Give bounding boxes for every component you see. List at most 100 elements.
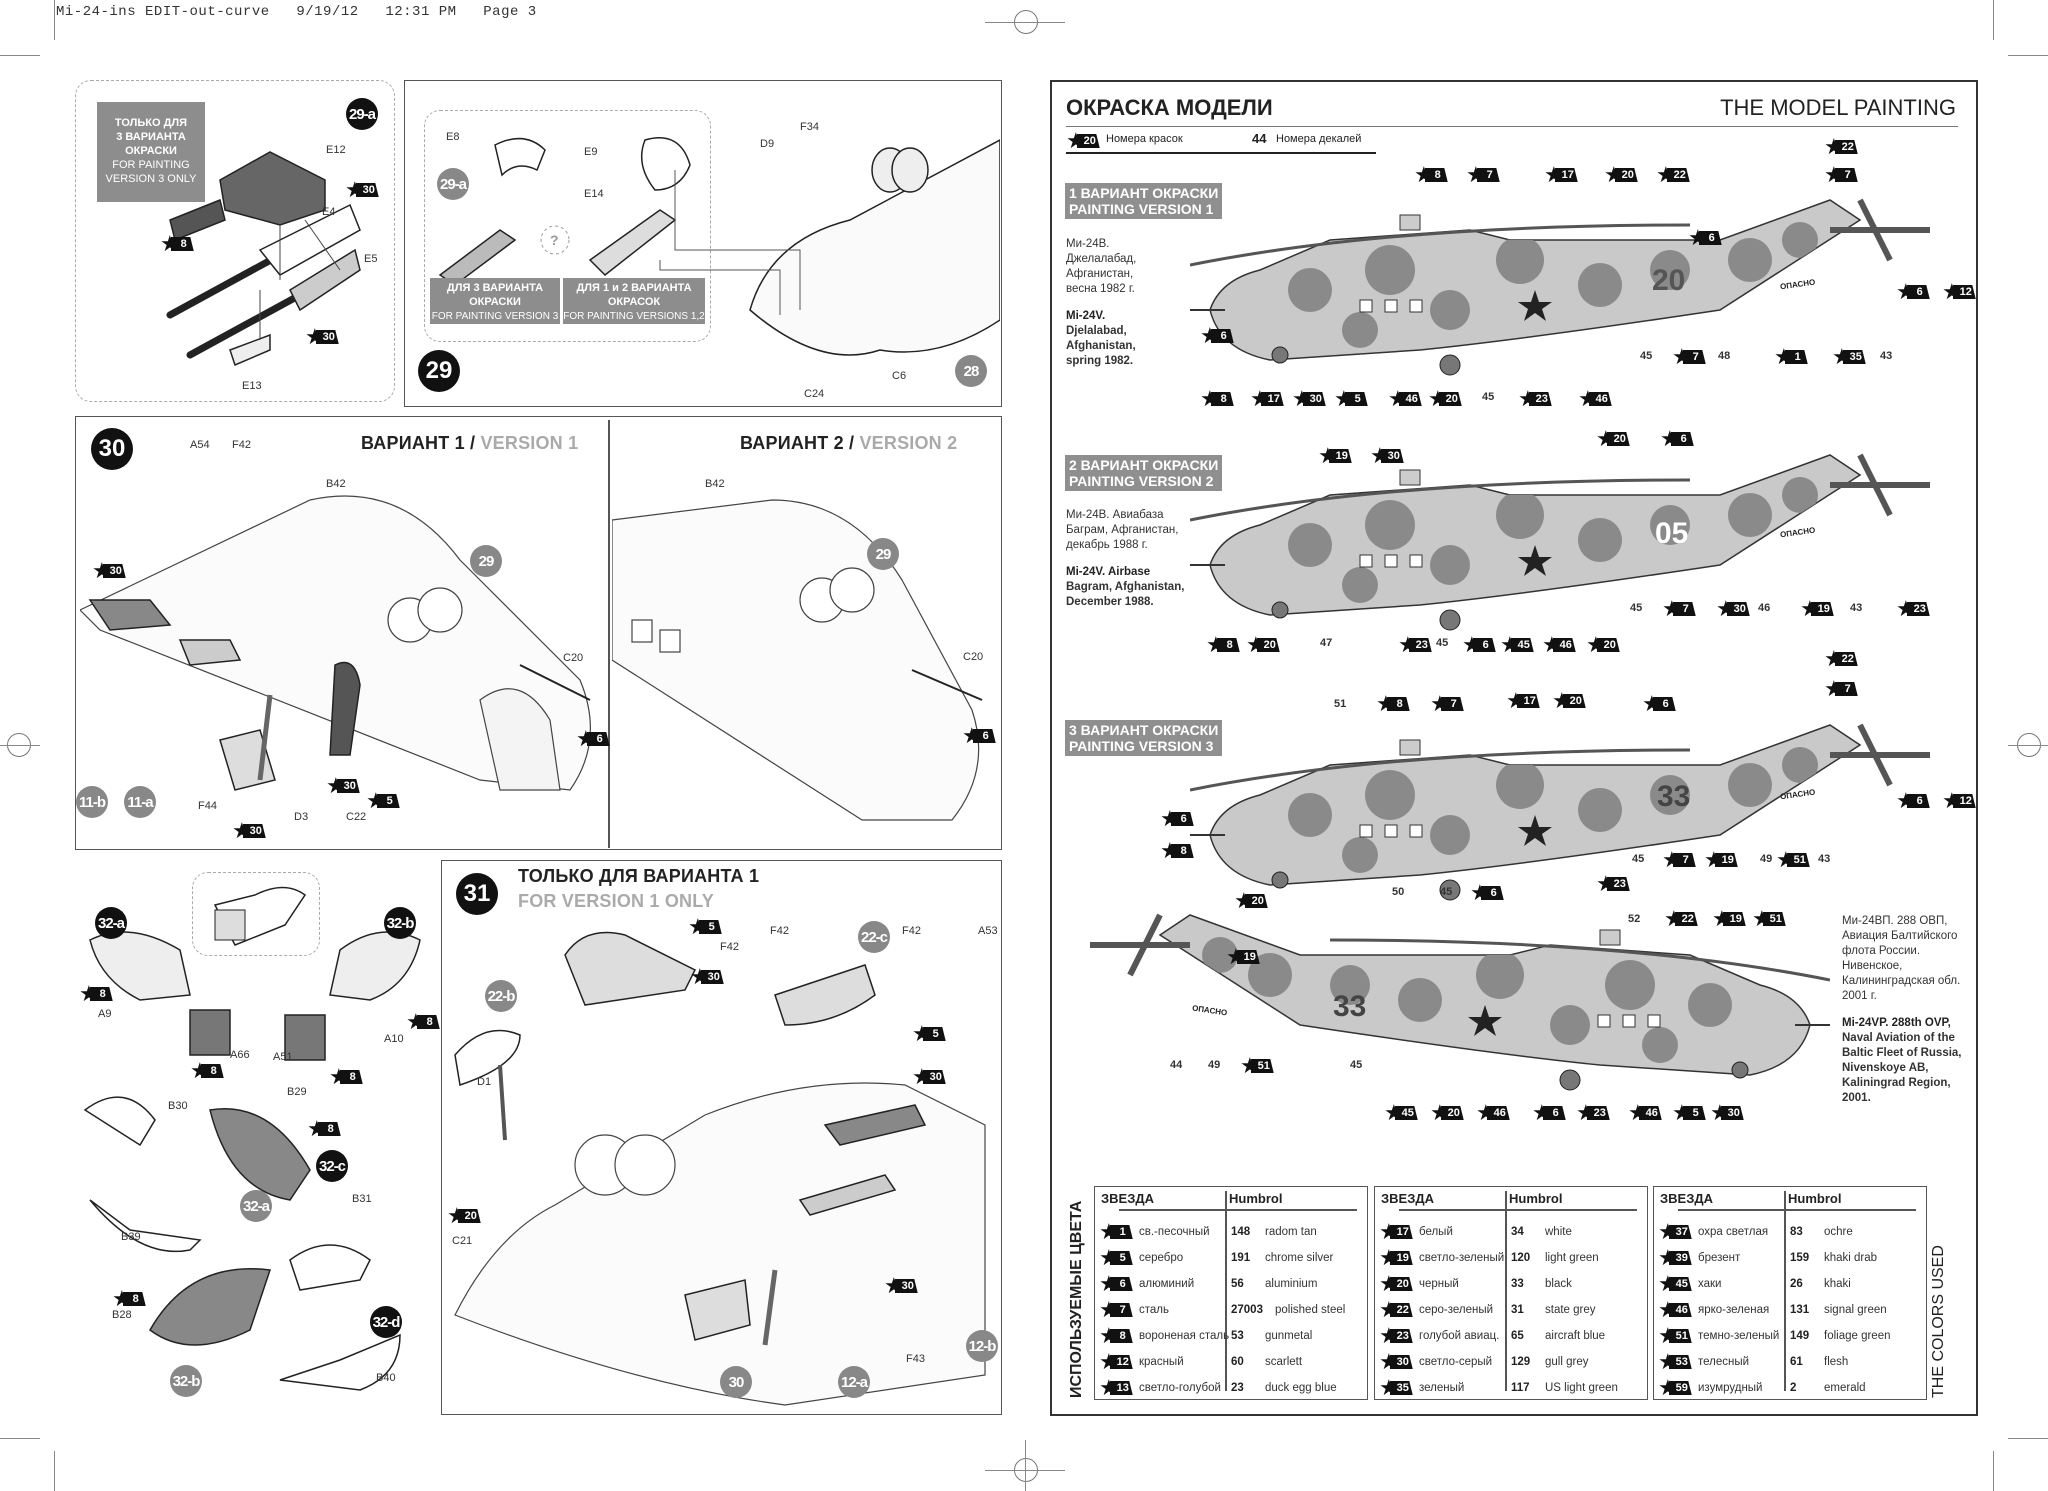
crop-mark	[1993, 1451, 1994, 1491]
gun-mount	[229, 203, 361, 367]
version3-only-note: ТОЛЬКО ДЛЯ 3 ВАРИАНТА ОКРАСКИ FOR PAINTI…	[97, 102, 205, 202]
desc-line: spring 1982.	[1066, 355, 1134, 367]
color-name-ru: зеленый	[1419, 1382, 1465, 1394]
paint-number-badge: ★53	[1658, 1351, 1692, 1373]
desc-line: Ми-24ВП. 288 ОВП,	[1842, 915, 1948, 927]
part-A51	[284, 1014, 326, 1061]
part-A53	[823, 1104, 927, 1146]
box-line: FOR PAINTING VERSION 3	[431, 311, 559, 322]
paint-callout: ★23	[1518, 388, 1552, 410]
version3-description: Ми-24ВП. 288 ОВП, Авиация Балтийского фл…	[1842, 914, 1962, 1106]
part-label: F43	[906, 1353, 925, 1365]
print-slug: Mi-24-ins EDIT-out-curve 9/19/12 12:31 P…	[56, 4, 537, 20]
desc-line: весна 1982 г.	[1066, 283, 1135, 295]
ref-step-badge: 11-a	[124, 786, 156, 818]
color-name-ru: красный	[1139, 1356, 1184, 1368]
intake-detail-inset	[192, 872, 320, 956]
legend-paint-label: Номера красок	[1106, 133, 1183, 145]
leader-lines	[259, 219, 341, 340]
humbrol-number: 60	[1231, 1356, 1244, 1368]
paint-callout: ★46	[1628, 1102, 1662, 1124]
helicopter-profile-v3	[1190, 715, 1940, 905]
decal-number: 45	[1440, 886, 1453, 898]
version2-title: ВАРИАНТ 2 / VERSION 2	[740, 433, 957, 454]
color-name-en: aluminium	[1265, 1278, 1318, 1290]
ref-step-badge: 12-b	[966, 1330, 998, 1362]
desc-line: December 1988.	[1066, 596, 1154, 608]
col-header-zvezda: ЗВЕЗДА	[1101, 1191, 1154, 1206]
humbrol-number: 65	[1511, 1330, 1524, 1342]
paint-callout: ★23	[1896, 598, 1930, 620]
part-12a	[684, 1279, 751, 1341]
paint-callout: ★19	[1226, 946, 1260, 968]
ref-step-badge: 12-a	[838, 1366, 870, 1398]
humbrol-number: 129	[1511, 1356, 1531, 1368]
helicopter-profile-v3-left	[1080, 905, 1830, 1095]
step-29a-badge: 29-a	[346, 98, 378, 130]
step-31-title-ru: ТОЛЬКО ДЛЯ ВАРИАНТА 1	[518, 866, 760, 886]
part-label: A51	[273, 1051, 293, 1063]
note-line: VERSION 3 ONLY	[105, 173, 197, 185]
note-line: 3 ВАРИАНТА	[116, 131, 186, 143]
divider	[1119, 1209, 1357, 1211]
tail-number-v3: 33	[1657, 780, 1691, 813]
title-ru: ВАРИАНТ 1 /	[361, 433, 481, 453]
v1-parts	[88, 599, 591, 791]
part-label: C20	[563, 652, 584, 664]
step-number-30: 30	[91, 428, 133, 470]
paint-number-badge: ★22	[1379, 1299, 1413, 1321]
humbrol-number: 83	[1790, 1226, 1803, 1238]
part-A10	[329, 931, 421, 1001]
part-E14	[588, 209, 677, 277]
part-D1	[454, 1029, 521, 1086]
helicopter-profile-v1	[1190, 190, 1940, 380]
divider	[1784, 1191, 1786, 1391]
part-label: B40	[376, 1372, 396, 1384]
color-name-ru: светло-серый	[1419, 1356, 1493, 1368]
color-name-en: emerald	[1824, 1382, 1866, 1394]
title-rule	[1066, 126, 1958, 127]
paint-number-badge: ★7	[1099, 1299, 1133, 1321]
paint-callout: ★23	[1596, 873, 1630, 895]
paint-callout: ★30	[884, 1275, 918, 1297]
v2-fuselage-drawing	[612, 499, 983, 821]
crop-mark	[2008, 1438, 2048, 1439]
paint-number-badge: ★35	[1379, 1377, 1413, 1399]
desc-line: Афганистан,	[1066, 268, 1134, 280]
heading-en: PAINTING VERSION 2	[1069, 473, 1214, 489]
paint-callout: ★46	[1476, 1102, 1510, 1124]
divider	[1399, 1209, 1637, 1211]
color-name-en: radom tan	[1265, 1226, 1317, 1238]
legend-paint-badge: ★20	[1066, 130, 1100, 152]
part-label: C21	[452, 1235, 473, 1247]
paint-callout: ★8	[406, 1011, 440, 1033]
color-name-ru: белый	[1419, 1226, 1453, 1238]
part-22c	[774, 964, 876, 1026]
color-name-ru: серебро	[1139, 1252, 1184, 1264]
crop-mark	[0, 745, 40, 746]
color-name-ru: светло-голубой	[1139, 1382, 1221, 1394]
paint-number-badge: ★5	[1099, 1247, 1133, 1269]
crop-mark	[0, 55, 40, 56]
page-fold	[1025, 1440, 1026, 1491]
ref-step-badge: 28	[955, 355, 987, 387]
desc-line: Afghanistan,	[1066, 340, 1136, 352]
desc-line: Bagram, Afghanistan,	[1066, 581, 1185, 593]
paint-callout: ★51	[1752, 908, 1786, 930]
desc-line: Nivenskoye AB,	[1842, 1062, 1929, 1074]
paint-number-badge: ★46	[1658, 1299, 1692, 1321]
part-A66	[189, 1009, 231, 1056]
part-label: B42	[326, 478, 346, 490]
decal-number: 45	[1350, 1059, 1363, 1071]
part-label: B42	[705, 478, 725, 490]
paint-callout: ★6	[1462, 634, 1496, 656]
part-label: B30	[168, 1100, 188, 1112]
divider	[608, 420, 610, 848]
paint-callout: ★5	[1334, 388, 1368, 410]
paint-callout: ★20	[1604, 164, 1638, 186]
